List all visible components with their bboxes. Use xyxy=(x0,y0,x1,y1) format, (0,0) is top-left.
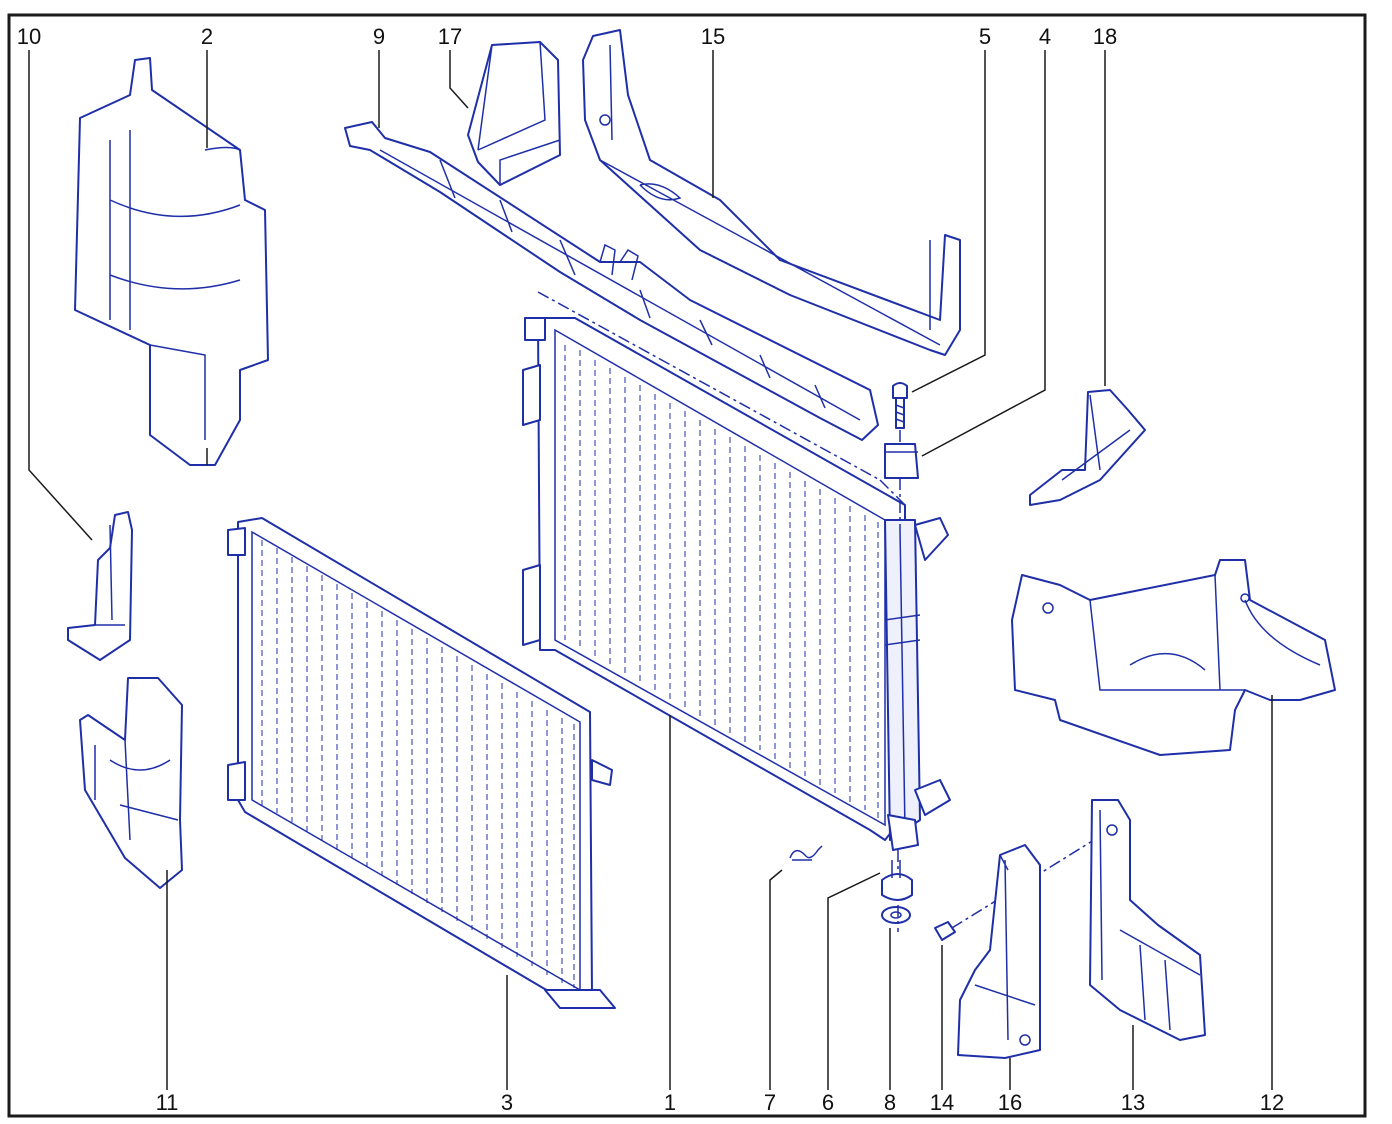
callout-labels: 10 2 9 17 15 5 4 18 11 3 1 7 6 8 14 16 1… xyxy=(17,24,1284,1115)
callout-12: 12 xyxy=(1260,1090,1284,1115)
part-17-bracket xyxy=(467,41,561,186)
callout-4: 4 xyxy=(1039,24,1051,49)
part-10-bracket xyxy=(67,511,133,661)
callout-15: 15 xyxy=(701,24,725,49)
part-18-side-bracket xyxy=(1029,389,1146,506)
callout-16: 16 xyxy=(998,1090,1022,1115)
callout-17: 17 xyxy=(438,24,462,49)
part-5-bolt xyxy=(892,382,908,429)
part-8-washer xyxy=(881,906,911,924)
callout-13: 13 xyxy=(1121,1090,1145,1115)
callout-14: 14 xyxy=(930,1090,954,1115)
diagram-frame xyxy=(7,13,1367,1118)
callout-7: 7 xyxy=(764,1090,776,1115)
callout-5: 5 xyxy=(979,24,991,49)
callout-11: 11 xyxy=(156,1090,179,1115)
callout-2: 2 xyxy=(201,24,213,49)
callout-9: 9 xyxy=(373,24,385,49)
part-15-upper-cover xyxy=(582,29,961,356)
callout-10: 10 xyxy=(17,24,41,49)
part-6-lower-mount xyxy=(881,860,913,901)
callout-8: 8 xyxy=(884,1090,896,1115)
alignment-line xyxy=(537,291,906,506)
callout-3: 3 xyxy=(501,1090,513,1115)
callout-18: 18 xyxy=(1093,24,1117,49)
part-11-lower-deflector xyxy=(79,677,183,889)
leader-lines xyxy=(28,50,1273,1090)
callout-1: 1 xyxy=(664,1090,676,1115)
condenser-core-fins xyxy=(261,540,575,988)
part-9-upper-air-guide xyxy=(344,121,879,441)
part-12-lower-air-duct xyxy=(1011,559,1336,756)
part-1-radiator xyxy=(522,317,951,851)
callout-6: 6 xyxy=(822,1090,834,1115)
part-13-side-deflector xyxy=(1089,799,1206,1041)
part-7-clip xyxy=(789,845,823,861)
part-4-rubber-mount xyxy=(884,443,919,479)
part-16-side-deflector xyxy=(957,844,1041,1059)
part-2-air-deflector xyxy=(74,57,269,466)
part-3-condenser xyxy=(227,517,616,1009)
